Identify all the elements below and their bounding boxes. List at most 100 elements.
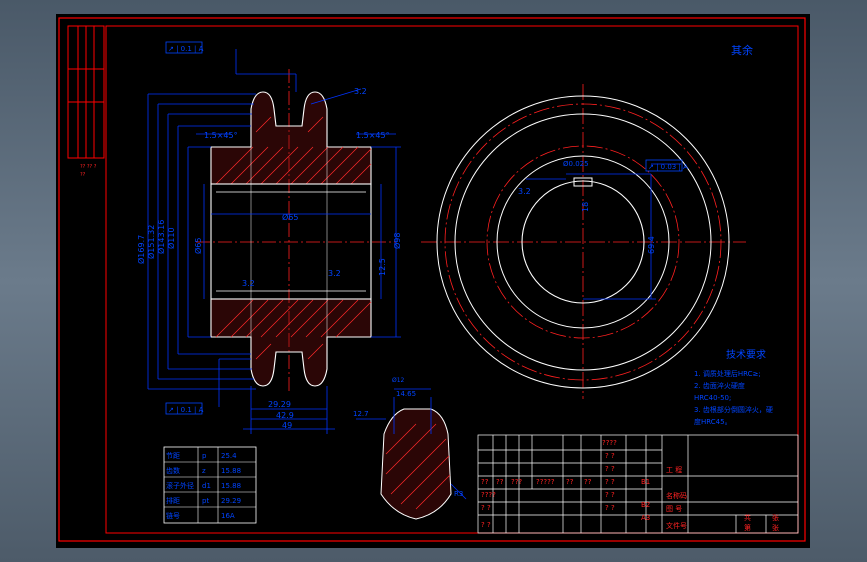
tb-h-3: ??? — [511, 478, 522, 486]
tb-row-5: ? ? — [605, 491, 615, 499]
tooth-dim: 14.65 — [396, 390, 416, 398]
param-val-4: 29.29 — [221, 497, 241, 505]
param-table: 节距 p 25.4 齿数 z 15.88 滚子外径 d1 15.88 排距 pt… — [163, 446, 257, 524]
tb-label-1: 工 程 — [666, 465, 682, 474]
hatching — [215, 116, 372, 360]
dia-5: Ø65 — [193, 238, 203, 254]
param-name-4: 排距 — [166, 496, 180, 505]
hub-line — [486, 145, 680, 339]
tb-row-6: ? ? — [605, 504, 615, 512]
tooth-detail: Ø12 14.65 12.7 R3 — [353, 377, 467, 520]
tb-h-1: ?? — [481, 478, 489, 486]
dia-2: Ø151.32 — [146, 225, 156, 259]
cad-drawing: ?? ?? ? ?? — [58, 17, 806, 542]
right-dia: Ø98 — [392, 233, 402, 249]
tb-scale-1: B1 — [641, 478, 650, 486]
tech-line-3: HRC40-50; — [694, 394, 731, 402]
datum-box-top — [165, 41, 203, 54]
rough-top: 3.2 — [354, 87, 367, 96]
tech-line-5: 度HRC45。 — [694, 417, 732, 426]
param-name-2: 齿数 — [166, 466, 180, 475]
side-mark-1: ?? ?? ? — [80, 164, 97, 170]
tb-l-2: ? ? — [481, 504, 491, 512]
tb-label-2: 名称码 — [666, 491, 687, 500]
datum-right2: Ø0.025 — [563, 160, 589, 168]
tb-scale-2: B2 — [641, 501, 650, 509]
tb-label-3: 图 号 — [666, 505, 682, 513]
keyway-h: 69.4 — [647, 236, 656, 254]
param-sym-2: z — [202, 467, 206, 475]
bore-dim: Ø65 — [282, 212, 298, 222]
tech-line-1: 1. 调质处理后HRC≥; — [694, 369, 761, 378]
pitch-circle — [444, 103, 722, 381]
param-name-5: 链号 — [166, 511, 180, 520]
param-val-5: 16A — [221, 512, 235, 520]
tb-bottom-1: 共 — [744, 513, 751, 522]
hub-circle — [496, 155, 670, 329]
bore — [210, 183, 372, 300]
tech-line-2: 2. 齿面淬火硬度 — [694, 381, 745, 390]
param-sym-3: d1 — [202, 482, 211, 490]
front-view: ↗ | 0.03 | A Ø0.025 3.2 18 69.4 其余 — [421, 43, 753, 399]
outer-frame — [58, 17, 806, 542]
tb-label-4: 文件号 — [666, 521, 687, 530]
tb-scale-3: A3 — [641, 514, 650, 522]
datum-right: ↗ | 0.03 | A — [648, 163, 688, 171]
side-mark-2: ?? — [80, 172, 86, 178]
datum-top: ↗ | 0.1 | A — [168, 45, 204, 53]
tb-l-3: ? ? — [481, 521, 491, 529]
keyway-w: 18 — [581, 202, 590, 212]
tb-bottom-3: 第 — [744, 523, 751, 532]
len-42: 42.9 — [276, 411, 294, 420]
datum-box-bottom — [165, 402, 203, 415]
param-sym-4: pt — [202, 497, 209, 505]
tooth-dim2: 12.7 — [353, 410, 369, 418]
bore-circle — [521, 180, 645, 304]
corner-mark: 其余 — [731, 43, 753, 57]
datum-box-right — [645, 159, 683, 172]
section-view: ↗ | 0.1 | A ↗ | 0.1 | A 1.5×45° 1.5×45° … — [136, 41, 402, 434]
tb-h-4: ????? — [536, 478, 555, 486]
dia-4: Ø110 — [166, 227, 176, 249]
rough-mid2: 3.2 — [328, 269, 341, 278]
param-val-1: 25.4 — [221, 452, 237, 460]
tb-h-5: ?? — [566, 478, 574, 486]
tb-row-2: ? ? — [605, 452, 615, 460]
tb-row-1: ???? — [602, 439, 617, 447]
tb-bottom-4: 张 — [772, 523, 779, 532]
tb-h-6: ?? — [584, 478, 592, 486]
width-125: 12.5 — [378, 258, 387, 276]
tip-circle — [436, 95, 730, 389]
dia-1: Ø169.7 — [136, 235, 146, 264]
tb-row-4: ? ? — [605, 478, 615, 486]
chamfer-right: 1.5×45° — [356, 131, 390, 140]
datum-bottom: ↗ | 0.1 | A — [168, 406, 204, 414]
root-circle — [454, 113, 712, 371]
lower-section — [210, 298, 372, 387]
tech-line-4: 3. 齿根部分倒圆淬火，硬 — [694, 405, 773, 414]
param-name-1: 节距 — [166, 452, 180, 460]
param-val-2: 15.88 — [221, 467, 241, 475]
len-49: 49 — [282, 421, 292, 430]
dia-3: Ø143.16 — [156, 220, 166, 254]
tech-title: 技术要求 — [726, 348, 766, 361]
tooth-label: Ø12 — [392, 377, 405, 384]
dimensions — [147, 49, 401, 434]
side-r: R3 — [454, 490, 463, 498]
param-val-3: 15.88 — [221, 482, 241, 490]
inner-frame — [105, 25, 799, 534]
rough-right: 3.2 — [518, 187, 531, 196]
keyway — [573, 177, 593, 187]
left-strip — [67, 25, 105, 159]
len-29: 29.29 — [268, 400, 291, 409]
tb-l-1: ???? — [481, 491, 496, 499]
tech-requirements: 技术要求 1. 调质处理后HRC≥; 2. 齿面淬火硬度 HRC40-50; 3… — [694, 348, 773, 426]
tb-bottom-2: 张 — [772, 513, 779, 522]
rough-mid: 3.2 — [242, 279, 255, 288]
drawing-sheet: ?? ?? ? ?? — [56, 14, 810, 548]
chamfer-left: 1.5×45° — [204, 131, 238, 140]
tb-row-3: ? ? — [605, 465, 615, 473]
param-name-3: 滚子外径 — [166, 481, 194, 490]
param-sym-1: p — [202, 452, 207, 460]
title-block — [477, 434, 799, 534]
